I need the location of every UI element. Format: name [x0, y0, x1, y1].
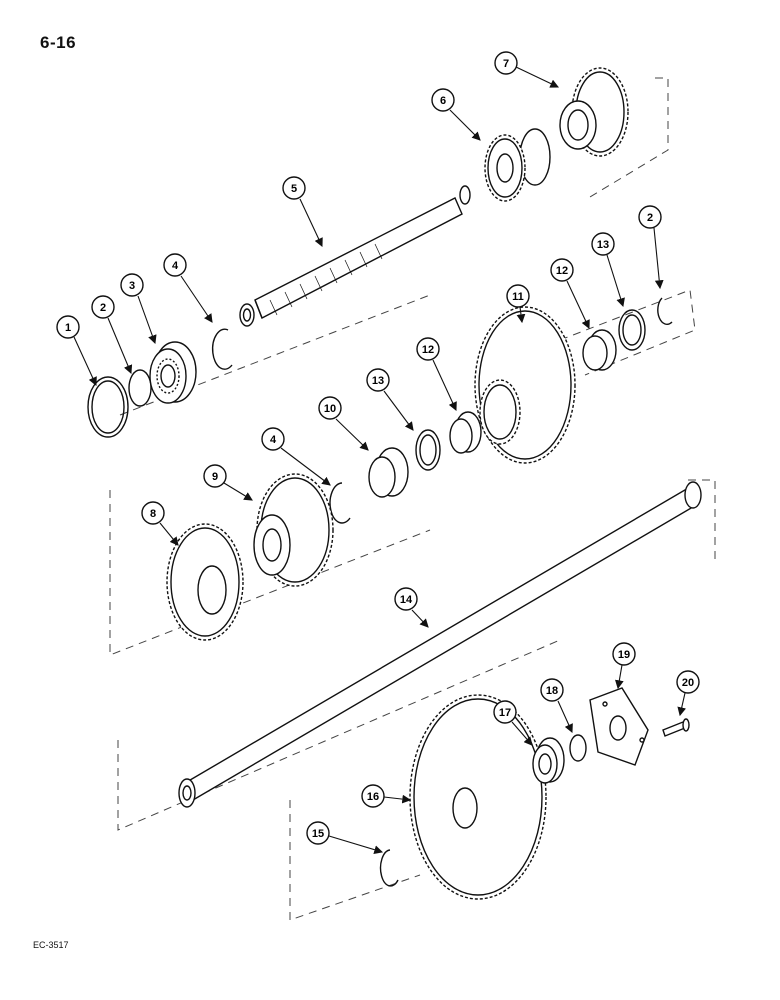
callout-13-right: 13	[591, 232, 625, 308]
gear-part-16	[409, 694, 547, 900]
callout-label-8: 8	[150, 508, 156, 520]
callout-2-left: 2	[91, 295, 133, 375]
callout-label-7: 7	[503, 58, 509, 70]
bolt-part-20	[662, 718, 690, 737]
callout-20: 20	[676, 670, 700, 717]
callout-label-20: 20	[682, 677, 694, 689]
callout-label-15: 15	[312, 828, 324, 840]
callout-label-17: 17	[499, 707, 511, 719]
snap-ring-part-2-left	[128, 369, 152, 407]
snap-ring-part-2-right	[657, 297, 673, 325]
gear-part-9	[253, 473, 334, 587]
callout-7: 7	[494, 51, 559, 88]
callout-label-12-right: 12	[556, 265, 568, 277]
bearing-race-part-12-middle	[449, 411, 482, 454]
callout-9: 9	[203, 464, 253, 501]
callout-label-10: 10	[324, 403, 336, 415]
snap-ring-part-15	[379, 849, 399, 887]
gear-part-6	[484, 128, 551, 202]
callout-14: 14	[394, 587, 429, 628]
bushing-part-10	[368, 447, 409, 498]
snap-ring-part-1	[87, 376, 129, 438]
callout-15: 15	[306, 821, 384, 854]
callout-label-19: 19	[618, 649, 630, 661]
dashed-outline-upper	[119, 77, 669, 416]
callout-label-2-left: 2	[100, 302, 106, 314]
callout-4-upper: 4	[163, 253, 213, 323]
callout-label-3: 3	[129, 280, 135, 292]
callout-label-11: 11	[512, 291, 524, 303]
callout-19: 19	[612, 642, 636, 690]
callout-label-12-middle: 12	[422, 344, 434, 356]
callout-6: 6	[431, 88, 481, 141]
countershaft-part-14	[178, 481, 702, 808]
callout-5: 5	[282, 176, 323, 247]
page-number: 6-16	[40, 33, 77, 52]
snap-ring-part-4-upper	[211, 328, 233, 370]
callout-label-4-lower: 4	[270, 434, 277, 446]
retainer-plate-part-19	[589, 687, 649, 766]
callout-16: 16	[361, 784, 412, 808]
snap-ring-part-4-lower	[329, 482, 351, 524]
figure-code: EC-3517	[33, 940, 69, 950]
callout-18: 18	[540, 678, 573, 734]
callout-label-13-right: 13	[597, 239, 609, 251]
callout-12-right: 12	[550, 258, 590, 329]
callout-label-16: 16	[367, 791, 379, 803]
callout-label-4-upper: 4	[172, 260, 179, 272]
mainshaft-part-5	[239, 185, 471, 327]
callout-8: 8	[141, 501, 179, 546]
dashed-outline-lower	[117, 479, 716, 921]
gear-part-11	[474, 306, 576, 464]
callout-12-middle: 12	[416, 337, 457, 411]
callout-3: 3	[120, 273, 157, 345]
callout-4-lower: 4	[261, 427, 331, 486]
callout-label-1: 1	[65, 322, 71, 334]
callout-label-18: 18	[546, 685, 558, 697]
callout-13-middle: 13	[366, 368, 414, 431]
bearing-part-17	[532, 737, 565, 784]
callout-1: 1	[56, 315, 97, 386]
callout-label-6: 6	[440, 95, 446, 107]
callout-11: 11	[506, 284, 530, 324]
bearing-race-part-12-right	[582, 329, 617, 371]
callout-label-9: 9	[212, 471, 218, 483]
washer-part-18	[569, 734, 587, 762]
callout-label-13-middle: 13	[372, 375, 384, 387]
callout-label-2-right: 2	[647, 212, 653, 224]
callout-10: 10	[318, 396, 369, 451]
gear-part-8	[166, 523, 244, 641]
dashed-outline-middle	[109, 289, 696, 656]
callout-17: 17	[493, 700, 533, 746]
callout-label-5: 5	[291, 183, 297, 195]
bearing-part-3	[149, 341, 197, 404]
gear-part-7	[559, 67, 629, 157]
callout-2-right: 2	[638, 205, 664, 290]
washer-part-13-middle	[415, 429, 441, 471]
callout-label-14: 14	[400, 594, 413, 606]
washer-part-13-right	[618, 309, 646, 351]
